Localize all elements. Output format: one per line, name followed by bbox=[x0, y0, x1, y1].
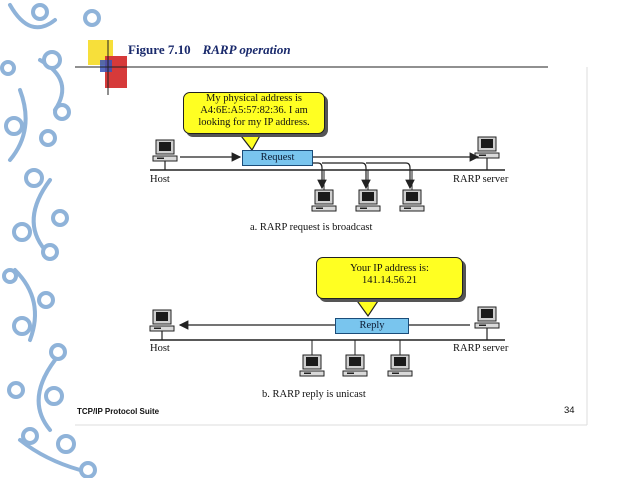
computer-icon bbox=[387, 354, 413, 377]
computer-icon bbox=[299, 354, 325, 377]
callout-bubble-b: Your IP address is: 141.14.56.21 bbox=[316, 257, 463, 299]
computer-icon bbox=[311, 189, 337, 212]
footer-suite-name: TCP/IP Protocol Suite bbox=[77, 407, 160, 416]
chain-decoration bbox=[0, 3, 101, 478]
deco-square-blue bbox=[100, 60, 112, 72]
figure-title: Figure 7.10 RARP operation bbox=[128, 42, 291, 58]
request-packet: Request bbox=[242, 150, 313, 166]
server-label-b: RARP server bbox=[453, 343, 509, 354]
caption-b: b. RARP reply is unicast bbox=[262, 389, 366, 400]
page-number: 34 bbox=[564, 405, 575, 416]
host-label-b: Host bbox=[150, 343, 170, 354]
server-label-a: RARP server bbox=[453, 174, 509, 185]
computer-icon bbox=[474, 136, 500, 159]
callout-bubble-a: My physical address is A4:6E:A5:57:82:36… bbox=[183, 92, 325, 134]
bubble-line: looking for my IP address. bbox=[198, 117, 310, 128]
computer-icon bbox=[399, 189, 425, 212]
bubble-line: 141.14.56.21 bbox=[361, 275, 418, 286]
computer-icon bbox=[149, 309, 175, 332]
host-label-a: Host bbox=[150, 174, 170, 185]
arrow-icon bbox=[366, 162, 415, 190]
bubble-line: Your IP address is: bbox=[350, 263, 429, 274]
arrow-icon bbox=[322, 162, 371, 190]
figure-caption: RARP operation bbox=[202, 42, 291, 57]
reply-packet: Reply bbox=[335, 318, 409, 334]
computer-icon bbox=[355, 189, 381, 212]
bubble-line: A4:6E:A5:57:82:36. I am bbox=[200, 105, 308, 116]
computer-icon bbox=[152, 139, 178, 162]
figure-number: Figure 7.10 bbox=[128, 42, 191, 57]
arrow-icon bbox=[312, 162, 327, 190]
computer-icon bbox=[474, 306, 500, 329]
caption-a: a. RARP request is broadcast bbox=[250, 222, 373, 233]
bubble-line: My physical address is bbox=[206, 93, 302, 104]
computer-icon bbox=[342, 354, 368, 377]
